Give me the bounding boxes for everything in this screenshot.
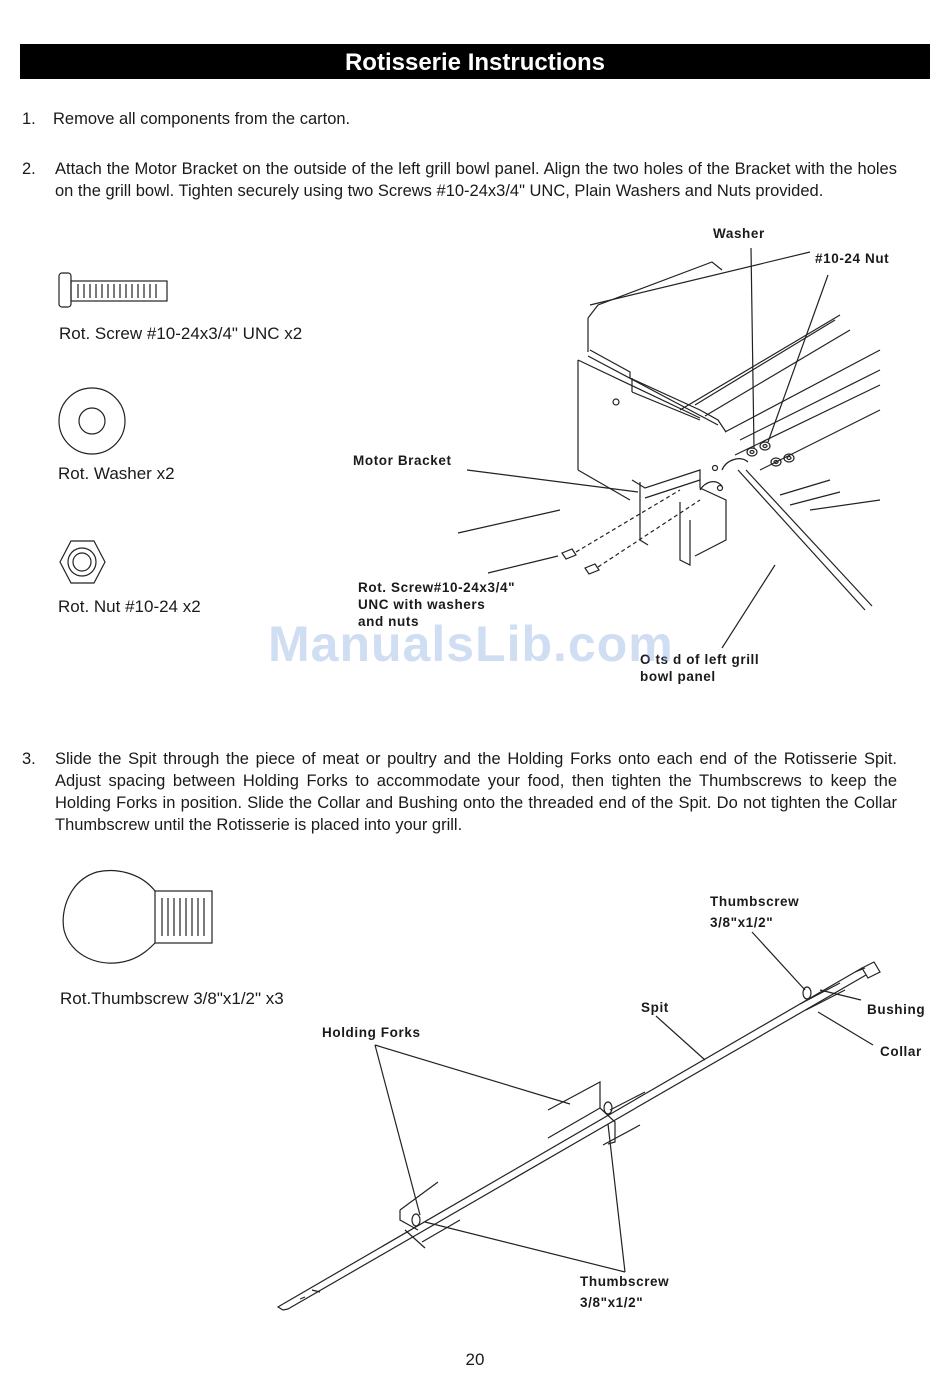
step-3-text: Slide the Spit through the piece of meat…: [55, 750, 897, 834]
thumbscrew-bottom-callout-line-1: Thumbscrew: [580, 1274, 670, 1289]
page-title: Rotisserie Instructions: [20, 44, 930, 79]
panel-callout-line-2: bowl panel: [640, 669, 716, 684]
thumbscrew-illustration: [62, 869, 213, 964]
watermark: ManualsLib.com: [268, 616, 674, 672]
step-1-text: Remove all components from the carton.: [53, 110, 351, 128]
step-3-number: 3.: [22, 750, 36, 768]
step-1-number: 1.: [22, 110, 36, 128]
spit-assembly-diagram: [276, 931, 881, 1311]
screw-callout-line-3: and nuts: [358, 614, 420, 629]
thumbscrew-top-callout-line-1: Thumbscrew: [710, 894, 800, 909]
washer-illustration: [58, 387, 126, 455]
motor-bracket-callout: Motor Bracket: [353, 453, 452, 468]
washer-callout: Washer: [713, 226, 765, 241]
thumbscrew-label: Rot.Thumbscrew 3/8"x1/2" x3: [60, 989, 284, 1008]
thumbscrew-bottom-callout-line-2: 3/8"x1/2": [580, 1295, 644, 1310]
screw-label: Rot. Screw #10-24x3/4" UNC x2: [59, 324, 303, 343]
step-2-number: 2.: [22, 160, 36, 178]
collar-callout: Collar: [880, 1044, 922, 1059]
panel-callout-line-1: O ts d of left grill: [640, 652, 760, 667]
nut-label: Rot. Nut #10-24 x2: [58, 597, 201, 616]
screw-illustration: [58, 272, 168, 308]
holding-forks-callout: Holding Forks: [322, 1025, 421, 1040]
washer-label: Rot. Washer x2: [58, 464, 175, 483]
screw-callout-line-2: UNC with washers: [358, 597, 486, 612]
bushing-callout: Bushing: [867, 1002, 926, 1017]
bracket-assembly-diagram: [457, 247, 881, 649]
screw-callout-line-1: Rot. Screw#10-24x3/4": [358, 580, 516, 595]
spit-callout: Spit: [641, 1000, 669, 1015]
nut-illustration: [59, 540, 106, 584]
thumbscrew-top-callout-line-2: 3/8"x1/2": [710, 915, 774, 930]
page-number: 20: [465, 1350, 485, 1369]
step-2-text: Attach the Motor Bracket on the outside …: [55, 160, 897, 200]
nut-callout: #10-24 Nut: [815, 251, 890, 266]
